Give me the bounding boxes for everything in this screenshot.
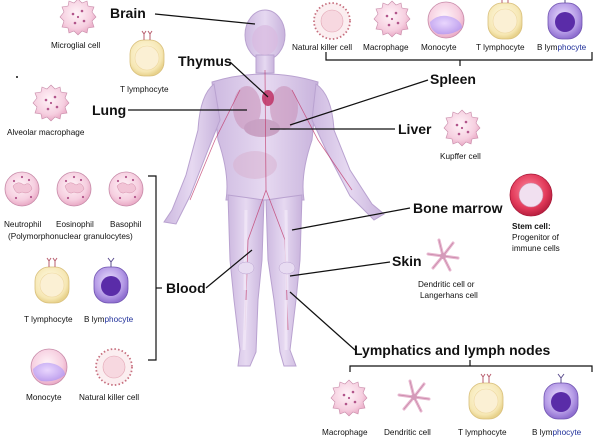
spleen-b-lymphocyte-image bbox=[547, 0, 583, 40]
spleen-b-suffix: phocyte bbox=[557, 43, 586, 52]
organ-label-liver: Liver bbox=[398, 121, 432, 137]
lymph-dendritic-cell-label: Dendritic cell bbox=[384, 428, 431, 437]
basophil-image bbox=[108, 171, 144, 207]
lymph-macrophage-image bbox=[330, 379, 368, 417]
blood-b-lymphocyte-image bbox=[93, 257, 129, 304]
lymph-b-suffix: phocyte bbox=[552, 428, 581, 437]
organ-label-spleen: Spleen bbox=[430, 71, 476, 87]
basophil-label: Basophil bbox=[110, 220, 142, 229]
spleen-monocyte-label: Monocyte bbox=[421, 43, 457, 52]
alveolar-macrophage-label: Alveolar macrophage bbox=[7, 128, 85, 137]
organ-label-thymus: Thymus bbox=[178, 53, 232, 69]
stem-cell-line2: Progenitor of bbox=[512, 233, 560, 242]
granulocytes-label: (Polymorphonuclear granulocytes) bbox=[8, 232, 133, 241]
spleen-nk-cell-image bbox=[313, 2, 351, 40]
lymph-b-prefix: B lym bbox=[532, 428, 553, 437]
neutrophil-image bbox=[4, 171, 40, 207]
microglial-cell-label: Microglial cell bbox=[51, 41, 100, 50]
organ-label-blood: Blood bbox=[166, 280, 206, 296]
blood-b-lymphocyte-label: B lymphocyte bbox=[84, 315, 134, 324]
pointer-lines bbox=[128, 13, 593, 372]
organ-label-lung: Lung bbox=[92, 102, 126, 118]
stem-cell-image bbox=[509, 173, 553, 217]
blood-t-lymphocyte-label: T lymphocyte bbox=[24, 315, 73, 324]
skin-dendritic-cell-line1: Dendritic cell or bbox=[418, 280, 475, 289]
spleen-t-lymphocyte-image bbox=[487, 0, 523, 40]
neutrophil-label: Neutrophil bbox=[4, 220, 42, 229]
organ-label-bone-marrow: Bone marrow bbox=[413, 200, 503, 216]
blood-t-lymphocyte-image bbox=[34, 257, 70, 304]
skin-dendritic-cell-image bbox=[426, 238, 460, 272]
spleen-macrophage-image bbox=[373, 0, 411, 38]
organ-label-lymphatics: Lymphatics and lymph nodes bbox=[354, 342, 551, 358]
blood-monocyte-label: Monocyte bbox=[26, 393, 62, 402]
organ-label-skin: Skin bbox=[392, 253, 422, 269]
lymph-dendritic-cell-image bbox=[397, 379, 431, 413]
skin-dendritic-cell-line2: Langerhans cell bbox=[420, 291, 478, 300]
spleen-macrophage-label: Macrophage bbox=[363, 43, 409, 52]
lymph-macrophage-label: Macrophage bbox=[322, 428, 368, 437]
microglial-cell-image bbox=[59, 0, 97, 36]
organ-label-brain: Brain bbox=[110, 5, 146, 21]
human-body-figure bbox=[163, 9, 385, 367]
eosinophil-label: Eosinophil bbox=[56, 220, 94, 229]
stem-cell-line3: immune cells bbox=[512, 244, 560, 253]
alveolar-macrophage-image bbox=[32, 84, 70, 122]
spleen-monocyte-image bbox=[427, 1, 465, 39]
lymph-t-lymphocyte-label: T lymphocyte bbox=[458, 428, 507, 437]
kupffer-cell-image bbox=[443, 109, 481, 147]
thymus-t-lymphocyte-label: T lymphocyte bbox=[120, 85, 169, 94]
blood-nk-cell-label: Natural killer cell bbox=[79, 393, 139, 402]
stem-cell-title: Stem cell: bbox=[512, 222, 551, 231]
spleen-b-lymphocyte-label: B lymphocyte bbox=[537, 43, 587, 52]
lymph-b-lymphocyte-image bbox=[543, 373, 579, 420]
kupffer-cell-label: Kupffer cell bbox=[440, 152, 481, 161]
thymus-t-lymphocyte-image bbox=[129, 30, 165, 77]
dot-mark bbox=[16, 76, 18, 78]
blood-b-suffix: phocyte bbox=[104, 315, 133, 324]
eosinophil-image bbox=[56, 171, 92, 207]
lymph-b-lymphocyte-label: B lymphocyte bbox=[532, 428, 582, 437]
blood-b-prefix: B lym bbox=[84, 315, 105, 324]
blood-nk-cell-image bbox=[95, 348, 133, 386]
spleen-b-prefix: B lym bbox=[537, 43, 558, 52]
lymph-t-lymphocyte-image bbox=[468, 373, 504, 420]
spleen-t-lymphocyte-label: T lymphocyte bbox=[476, 43, 525, 52]
spleen-nk-cell-label: Natural killer cell bbox=[292, 43, 352, 52]
blood-monocyte-image bbox=[30, 348, 68, 386]
